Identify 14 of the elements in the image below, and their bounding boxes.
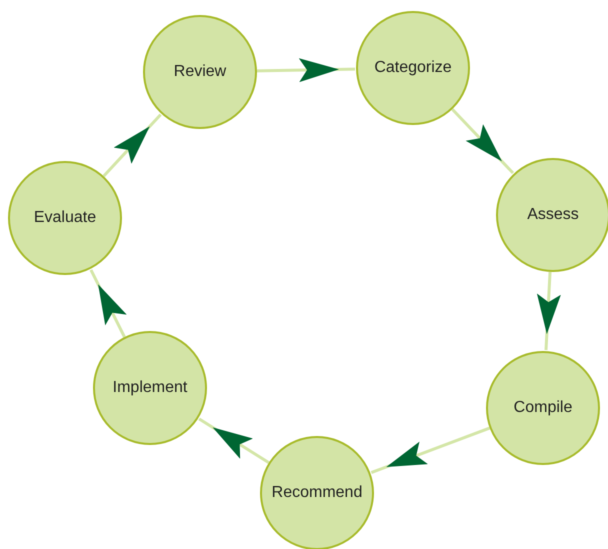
node-label: Assess bbox=[527, 206, 579, 224]
node-label: Compile bbox=[514, 399, 572, 417]
node-label: Implement bbox=[112, 379, 188, 397]
arrow bbox=[90, 269, 127, 338]
arrow bbox=[536, 272, 561, 350]
arrow bbox=[198, 418, 270, 464]
arrow bbox=[256, 58, 356, 82]
node-label: Recommend bbox=[272, 484, 362, 502]
node-label: Categorize bbox=[374, 59, 452, 77]
node-label: Evaluate bbox=[34, 209, 96, 227]
arrow bbox=[370, 426, 490, 474]
arrow bbox=[102, 114, 162, 178]
node-label: Review bbox=[174, 63, 226, 81]
arrow bbox=[451, 108, 514, 174]
